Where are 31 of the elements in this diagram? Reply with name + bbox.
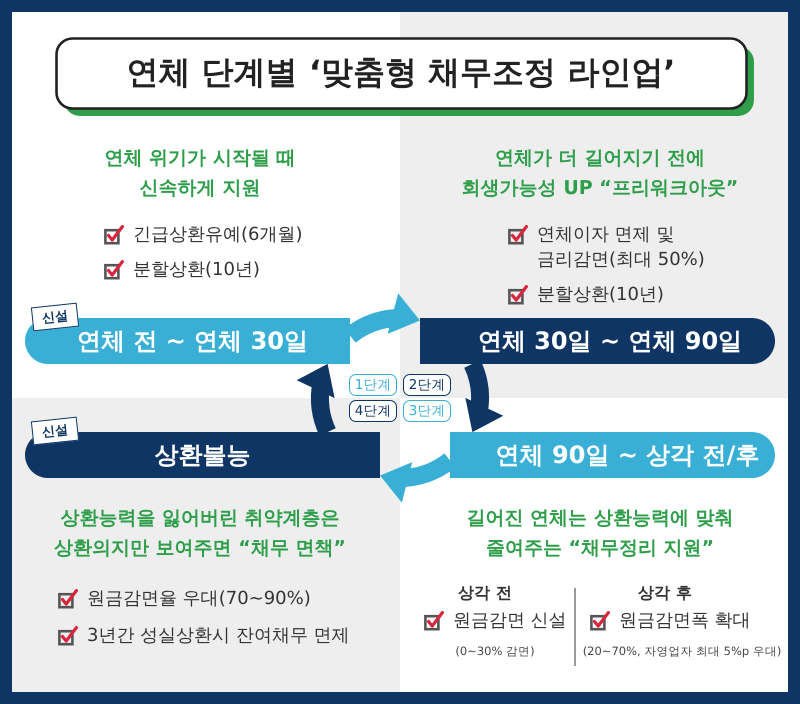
checklist-item: 원금감면폭 확대 <box>619 609 751 633</box>
checklist-item: 분할상환(10년) <box>537 283 664 307</box>
new-tag: 신설 <box>30 416 80 446</box>
item-note: (0~30% 감면) <box>454 643 536 660</box>
checklist-item: 긴급상환유예(6개월) <box>133 223 302 247</box>
checklist-item: 3년간 성실상환시 잔여채무 면제 <box>87 624 350 648</box>
panel-heading: 상환능력을 잃어버린 취약계층은 상환의지만 보여주면 “채무 면책” <box>53 506 347 561</box>
column-heading: 상각 전 <box>457 582 513 604</box>
checklist-item: 원금감면 신설 <box>453 609 567 633</box>
checklist-item: 원금감면율 우대(70~90%) <box>87 587 311 611</box>
band-label: 상환불능 <box>154 440 250 471</box>
step-badge: 3단계 <box>403 400 451 422</box>
checklist-item: 분할상환(10년) <box>133 258 260 282</box>
step-badge: 2단계 <box>403 374 451 396</box>
panel-heading: 연체가 더 길어지기 전에 회생가능성 UP “프리워크아웃” <box>460 146 740 201</box>
stage-band <box>450 432 775 478</box>
band-label: 연체 90일 ~ 상각 전/후 <box>496 440 760 471</box>
item-note: (20~70%, 자영업자 최대 5%p 우대) <box>582 643 782 660</box>
stage-band <box>420 318 775 364</box>
column-heading: 상각 후 <box>637 582 693 604</box>
quadrant-panel <box>400 398 788 692</box>
step-badge: 4단계 <box>349 400 397 422</box>
band-label: 연체 전 ~ 연체 30일 <box>77 326 308 357</box>
panel-heading: 연체 위기가 시작될 때 신속하게 지원 <box>104 146 296 201</box>
title-text: 연체 단계별 ‘맞춤형 채무조정 라인업’ <box>126 52 676 92</box>
panel-heading: 길어진 연체는 상환능력에 맞춰 줄여주는 “채무정리 지원” <box>466 506 734 561</box>
quadrant-panel <box>12 398 400 692</box>
band-label: 연체 30일 ~ 연체 90일 <box>478 326 742 357</box>
checklist-item: 연체이자 면제 및 금리감면(최대 50%) <box>537 223 706 272</box>
step-badge: 1단계 <box>349 374 397 396</box>
new-tag: 신설 <box>30 302 80 332</box>
